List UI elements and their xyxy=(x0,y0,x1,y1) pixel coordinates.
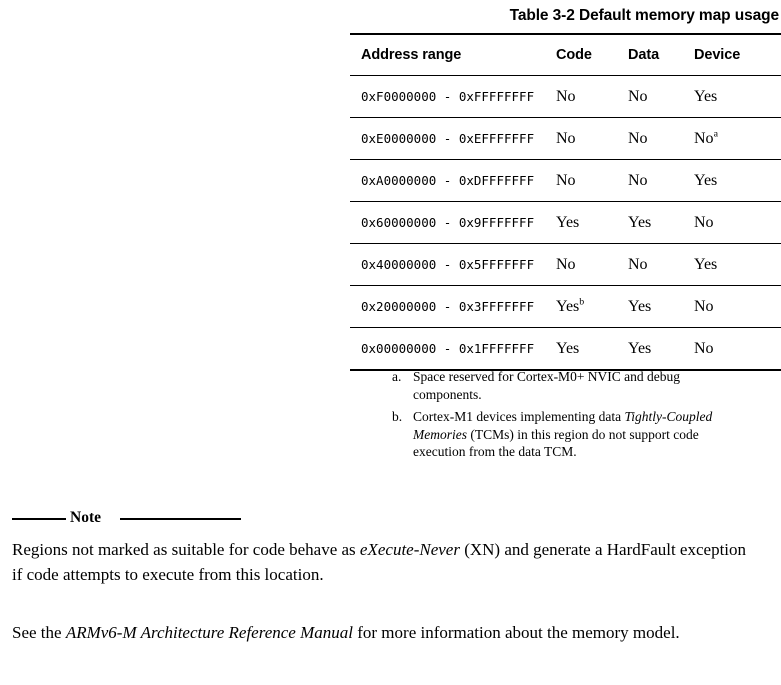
footnote-b: b. Cortex-M1 devices implementing data T… xyxy=(392,408,752,461)
memory-map-table: Address range Code Data Device 0xF000000… xyxy=(350,33,781,371)
closing-before: See the xyxy=(12,623,66,642)
closing-after: for more information about the memory mo… xyxy=(352,623,680,642)
cell-data: No xyxy=(628,87,648,105)
cell-device: Yes xyxy=(694,171,718,189)
cell-device: No xyxy=(694,129,714,147)
table-row: 0xF0000000 - 0xFFFFFFFF No No Yes xyxy=(350,75,781,118)
cell-address-range: 0x40000000 - 0x5FFFFFFF xyxy=(361,256,535,272)
cell-code: No xyxy=(556,171,576,189)
cell-device: Yes xyxy=(694,255,718,273)
column-header-device: Device xyxy=(694,33,781,76)
cell-data: Yes xyxy=(628,339,652,357)
footnote-a-text-before: Space reserved for Cortex-M0+ NVIC and d… xyxy=(413,369,681,402)
table-row: 0x60000000 - 0x9FFFFFFF Yes Yes No xyxy=(350,201,781,244)
closing-paragraph: See the ARMv6-M Architecture Reference M… xyxy=(12,620,757,645)
note-body-after: (XN) and generate a HardFault exception … xyxy=(12,540,747,584)
note-rule-right xyxy=(120,518,241,520)
memory-map-table-block: Table 3-2 Default memory map usage Addre… xyxy=(350,6,781,371)
note-body-italic: eXecute-Never xyxy=(359,540,460,559)
cell-device: No xyxy=(694,297,714,315)
footnote-b-text-italic: Tightly-Coupled Memories xyxy=(413,409,713,442)
footnote-b-text-before: Cortex-M1 devices implementing data xyxy=(413,409,625,424)
table-row: 0xE0000000 - 0xEFFFFFFF No No Noa xyxy=(350,117,781,160)
cell-code: Yes xyxy=(556,213,580,231)
cell-device: No xyxy=(694,213,714,231)
note-body-before: Regions not marked as suitable for code … xyxy=(12,540,360,559)
cell-address-range: 0x00000000 - 0x1FFFFFFF xyxy=(361,340,535,356)
note-heading: Note xyxy=(0,508,781,530)
cell-device: Yes xyxy=(694,87,718,105)
table-body: 0xF0000000 - 0xFFFFFFFF No No Yes 0xE000… xyxy=(350,75,781,371)
footnote-b-marker: b. xyxy=(392,409,403,424)
cell-data: Yes xyxy=(628,213,652,231)
footnote-a-marker: a. xyxy=(392,369,402,384)
column-header-address-range: Address range xyxy=(350,33,556,76)
footnote-a-text: Space reserved for Cortex-M0+ NVIC and d… xyxy=(413,368,752,403)
cell-address-range: 0x60000000 - 0x9FFFFFFF xyxy=(361,214,535,230)
footnote-a: a. Space reserved for Cortex-M0+ NVIC an… xyxy=(392,368,752,403)
cell-code: No xyxy=(556,87,576,105)
table-header: Address range Code Data Device xyxy=(350,33,781,76)
table-row: 0xA0000000 - 0xDFFFFFFF No No Yes xyxy=(350,159,781,202)
cell-address-range: 0xF0000000 - 0xFFFFFFFF xyxy=(361,88,535,104)
column-header-code: Code xyxy=(556,33,628,76)
cell-device: No xyxy=(694,339,714,357)
cell-address-range: 0xA0000000 - 0xDFFFFFFF xyxy=(361,172,535,188)
note-body: Regions not marked as suitable for code … xyxy=(12,537,752,587)
cell-device-footnote-marker: a xyxy=(713,128,718,140)
note-rule-left xyxy=(12,518,66,520)
closing-italic: ARMv6-M Architecture Reference Manual xyxy=(65,623,353,642)
cell-data: Yes xyxy=(628,297,652,315)
table-footnotes: a. Space reserved for Cortex-M0+ NVIC an… xyxy=(392,368,752,466)
footnote-b-text: Cortex-M1 devices implementing data Tigh… xyxy=(413,408,752,461)
cell-data: No xyxy=(628,171,648,189)
table-row: 0x20000000 - 0x3FFFFFFF Yesb Yes No xyxy=(350,285,781,328)
cell-code-footnote-marker: b xyxy=(579,296,585,308)
cell-data: No xyxy=(628,129,648,147)
cell-code: No xyxy=(556,129,576,147)
cell-address-range: 0x20000000 - 0x3FFFFFFF xyxy=(361,298,535,314)
cell-code: No xyxy=(556,255,576,273)
column-header-data: Data xyxy=(628,33,694,76)
table-row: 0x00000000 - 0x1FFFFFFF Yes Yes No xyxy=(350,327,781,371)
table-caption: Table 3-2 Default memory map usage xyxy=(509,7,779,24)
cell-code: Yes xyxy=(556,339,580,357)
table-header-row: Address range Code Data Device xyxy=(350,33,781,76)
footnote-b-text-after: (TCMs) in this region do not support cod… xyxy=(413,426,699,460)
cell-address-range: 0xE0000000 - 0xEFFFFFFF xyxy=(361,130,535,146)
cell-code: Yes xyxy=(556,297,580,315)
cell-data: No xyxy=(628,255,648,273)
table-row: 0x40000000 - 0x5FFFFFFF No No Yes xyxy=(350,243,781,286)
note-label: Note xyxy=(70,509,101,526)
